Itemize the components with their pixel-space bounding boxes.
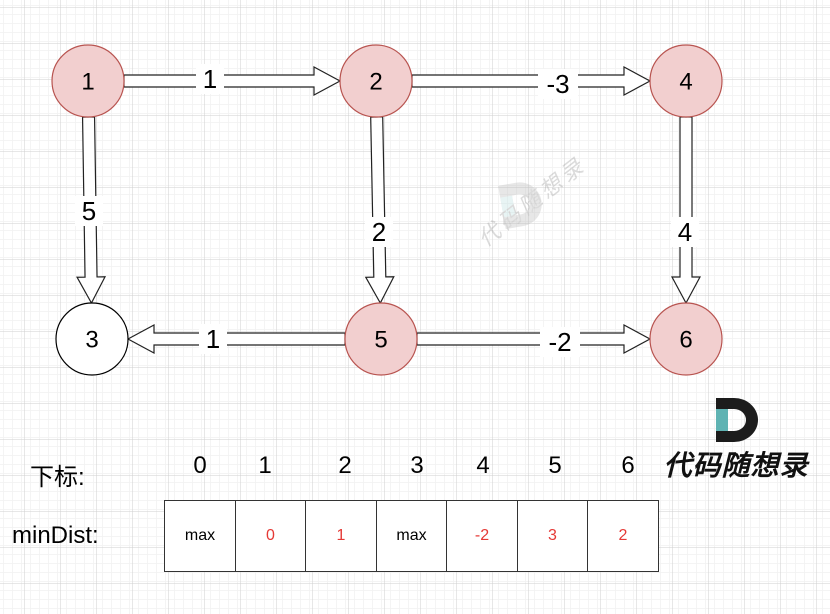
logo-d-icon (716, 398, 758, 442)
edge-weight-label: 5 (82, 196, 96, 226)
edge-label-background (196, 64, 224, 94)
node-circle (649, 44, 723, 118)
node-label: 2 (369, 69, 382, 96)
node-4: 4 (649, 44, 723, 118)
node-label: 3 (85, 327, 98, 354)
edge-label-background (365, 217, 393, 247)
edge-arrow (123, 65, 342, 97)
mindist-row-label: minDist: (12, 522, 99, 549)
node-circle (649, 302, 723, 376)
node-3: 3 (55, 302, 129, 376)
edge-weight-label: 1 (206, 324, 220, 354)
mindist-cell: 2 (587, 500, 659, 572)
edge-arrow (670, 116, 702, 305)
logo-text: 代码随想录 (663, 449, 809, 482)
edge-arrow (411, 65, 652, 97)
node-label: 5 (374, 327, 387, 354)
edge-2-5 (364, 116, 395, 305)
node-circle (339, 44, 413, 118)
edge-arrow (416, 323, 652, 355)
edge-5-3 (126, 323, 346, 355)
edge-arrow (126, 323, 346, 355)
nodes-layer: 1 2 3 4 5 6 (51, 44, 723, 376)
edge-label-background (199, 324, 227, 354)
mindist-cell: 3 (516, 500, 589, 572)
edge-label-background (75, 196, 103, 226)
edge-weight-label: 2 (372, 217, 386, 247)
index-label: 0 (193, 452, 207, 479)
index-label: 3 (410, 452, 424, 479)
edge-5-6 (416, 323, 652, 355)
edge-weight-label: 1 (203, 64, 217, 94)
node-circle (55, 302, 129, 376)
index-label: 2 (338, 452, 352, 479)
node-5: 5 (344, 302, 418, 376)
edge-weight-label: 4 (678, 217, 692, 247)
edges-layer: 1 -3 5 2 4 1 -2 (75, 64, 702, 357)
edge-1-2 (123, 65, 342, 97)
edge-label-background (540, 327, 580, 357)
node-circle (51, 44, 125, 118)
node-circle (344, 302, 418, 376)
edge-label-background (538, 69, 578, 99)
node-1: 1 (51, 44, 125, 118)
mindist-cell: 0 (234, 500, 307, 572)
index-label: 4 (476, 452, 490, 479)
edge-arrow (364, 116, 395, 305)
mindist-cell: max (164, 500, 236, 572)
node-2: 2 (339, 44, 413, 118)
index-label: 1 (258, 452, 272, 479)
node-label: 1 (81, 69, 94, 96)
mindist-cell: max (375, 500, 448, 572)
edge-label-background (671, 217, 699, 247)
node-label: 4 (679, 69, 692, 96)
node-label: 6 (679, 327, 692, 354)
edge-weight-label: -3 (546, 69, 569, 99)
edge-weight-label: -2 (548, 327, 571, 357)
mindist-cell: 1 (305, 500, 377, 572)
index-label: 6 (621, 452, 635, 479)
index-row-label: 下标: (30, 464, 85, 491)
brand-logo: 代码随想录 (656, 396, 816, 486)
index-label: 5 (548, 452, 562, 479)
node-6: 6 (649, 302, 723, 376)
mindist-cell: -2 (446, 500, 518, 572)
edge-2-4 (411, 65, 652, 97)
edge-4-6 (670, 116, 702, 305)
